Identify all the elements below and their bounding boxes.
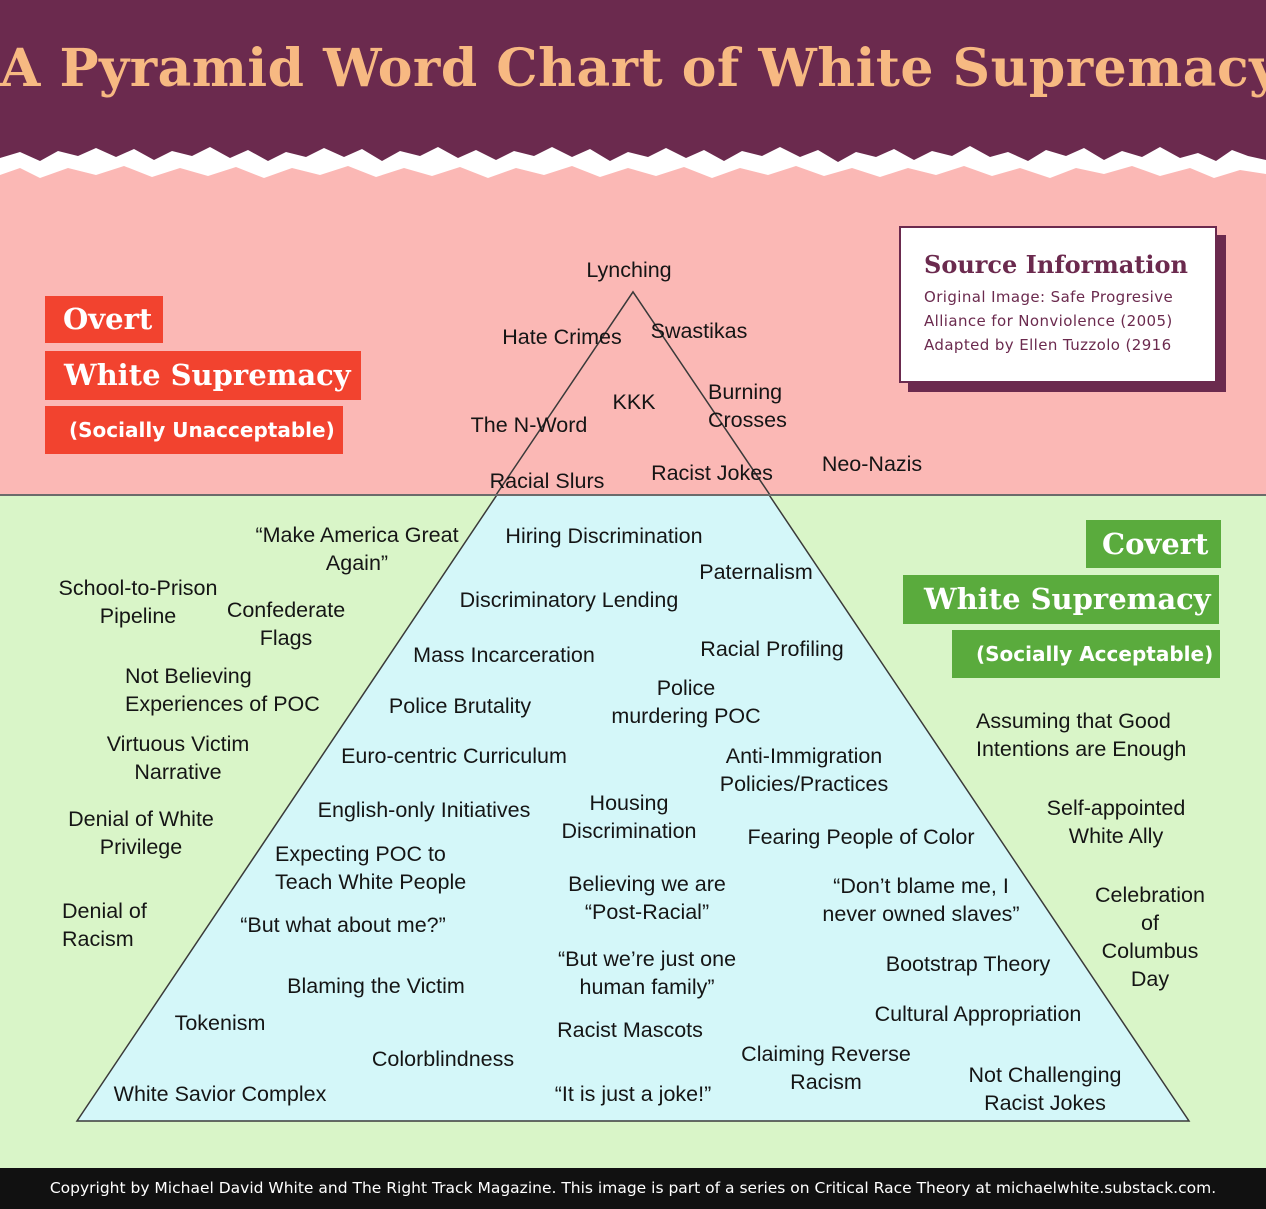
page-title: A Pyramid Word Chart of White Supremacy bbox=[0, 38, 1266, 99]
term-colorblindness: Colorblindness bbox=[371, 1047, 515, 1071]
term-neo-nazis: Neo-Nazis bbox=[821, 452, 923, 476]
term-it-is-just-a-joke: “It is just a joke!” bbox=[554, 1082, 712, 1106]
term-fearing-people-of-color: Fearing People of Color bbox=[747, 825, 975, 849]
term-believing-post-racial: Believing we are “Post-Racial” bbox=[568, 872, 726, 924]
term-denial-of-white-privilege: Denial of White Privilege bbox=[68, 807, 214, 859]
term-burning-crosses: Burning Crosses bbox=[708, 380, 787, 432]
term-self-appointed-white-ally: Self-appointed White Ally bbox=[1046, 796, 1186, 848]
term-confederate-flags: Confederate Flags bbox=[226, 598, 346, 650]
term-swastikas: Swastikas bbox=[650, 319, 748, 343]
term-expecting-poc-to-teach: Expecting POC to Teach White People bbox=[275, 842, 467, 894]
term-mass-incarceration: Mass Incarceration bbox=[413, 643, 595, 667]
term-racist-mascots: Racist Mascots bbox=[557, 1018, 703, 1042]
pyramid-overt-tip bbox=[496, 292, 770, 495]
overt-covert-divider bbox=[0, 494, 1266, 496]
term-cultural-appropriation: Cultural Appropriation bbox=[874, 1002, 1082, 1026]
term-white-savior-complex: White Savior Complex bbox=[113, 1082, 327, 1106]
covert-white-supremacy-tag: White Supremacy bbox=[903, 575, 1219, 624]
source-information-title: Source Information bbox=[924, 250, 1188, 279]
term-bootstrap-theory: Bootstrap Theory bbox=[885, 952, 1051, 976]
term-housing-discrimination: Housing Discrimination bbox=[561, 791, 697, 843]
term-police-murdering-poc: Police murdering POC bbox=[611, 676, 761, 728]
pyramid-shape bbox=[75, 290, 1191, 1122]
covert-socially-acceptable-tag: (Socially Acceptable) bbox=[952, 630, 1220, 678]
term-not-challenging-racist-jokes: Not Challenging Racist Jokes bbox=[968, 1063, 1122, 1115]
pyramid-tip-outline bbox=[495, 290, 771, 496]
term-english-only-initiatives: English-only Initiatives bbox=[317, 798, 531, 822]
term-one-human-family: “But we’re just one human family” bbox=[557, 947, 737, 999]
term-lynching: Lynching bbox=[586, 258, 672, 282]
term-but-what-about-me: “But what about me?” bbox=[240, 913, 446, 937]
term-discriminatory-lending: Discriminatory Lending bbox=[459, 588, 679, 612]
term-n-word: The N-Word bbox=[470, 413, 588, 437]
source-line-alliance: Alliance for Nonviolence (2005) bbox=[924, 312, 1173, 330]
term-tokenism: Tokenism bbox=[174, 1011, 266, 1035]
term-hiring-discrimination: Hiring Discrimination bbox=[505, 524, 703, 548]
term-assuming-good-intentions: Assuming that Good Intentions are Enough bbox=[976, 709, 1187, 761]
header-banner bbox=[0, 0, 1266, 178]
source-line-adapted: Adapted by Ellen Tuzzolo (2916 bbox=[924, 336, 1172, 354]
term-kkk: KKK bbox=[612, 390, 656, 414]
copyright-footer: Copyright by Michael David White and The… bbox=[0, 1168, 1266, 1209]
term-racist-jokes: Racist Jokes bbox=[651, 461, 773, 485]
source-information-box: Source Information Original Image: Safe … bbox=[899, 226, 1217, 383]
covert-label-tag: Covert bbox=[1086, 520, 1221, 568]
term-not-believing-experiences: Not Believing Experiences of POC bbox=[125, 664, 320, 716]
source-line-original: Original Image: Safe Progresive bbox=[924, 288, 1174, 306]
term-euro-centric-curriculum: Euro-centric Curriculum bbox=[341, 744, 567, 768]
term-paternalism: Paternalism bbox=[699, 560, 813, 584]
torn-paper-purple-banner bbox=[0, 0, 1266, 162]
term-school-to-prison-pipeline: School-to-Prison Pipeline bbox=[58, 576, 218, 628]
term-virtuous-victim-narrative: Virtuous Victim Narrative bbox=[106, 732, 250, 784]
term-denial-of-racism: Denial of Racism bbox=[62, 899, 147, 951]
overt-socially-unacceptable-tag: (Socially Unacceptable) bbox=[45, 406, 343, 454]
overt-label-tag: Overt bbox=[45, 296, 163, 343]
term-racial-profiling: Racial Profiling bbox=[700, 637, 844, 661]
term-police-brutality: Police Brutality bbox=[388, 694, 532, 718]
overt-white-supremacy-tag: White Supremacy bbox=[45, 351, 361, 400]
term-racial-slurs: Racial Slurs bbox=[489, 469, 605, 493]
term-make-america-great-again: “Make America Great Again” bbox=[255, 523, 459, 575]
term-celebration-of-columbus-day: Celebration of Columbus Day bbox=[1095, 883, 1205, 991]
term-anti-immigration-policies: Anti-Immigration Policies/Practices bbox=[719, 744, 889, 796]
term-dont-blame-me: “Don’t blame me, I never owned slaves” bbox=[822, 874, 1020, 926]
term-claiming-reverse-racism: Claiming Reverse Racism bbox=[741, 1042, 911, 1094]
term-blaming-the-victim: Blaming the Victim bbox=[287, 974, 465, 998]
term-hate-crimes: Hate Crimes bbox=[502, 325, 622, 349]
